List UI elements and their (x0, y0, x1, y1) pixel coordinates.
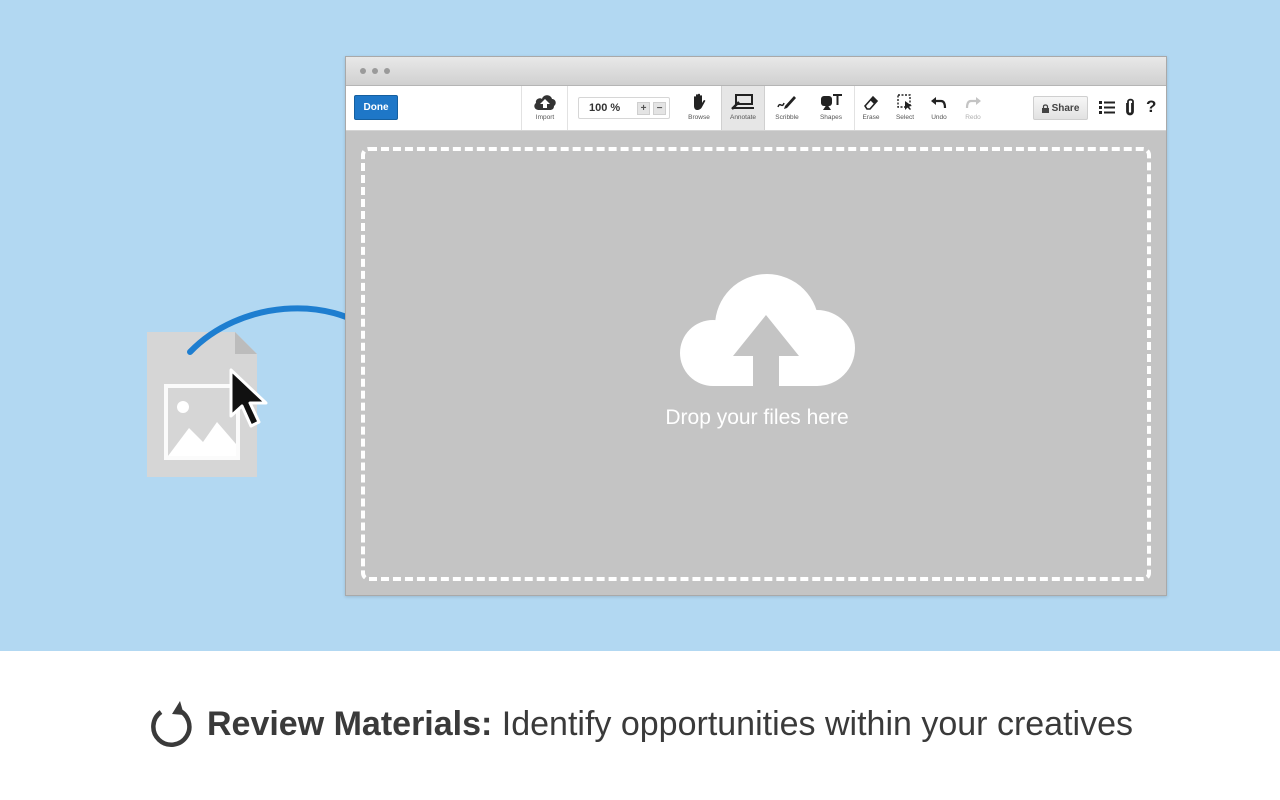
select-icon (897, 94, 912, 110)
select-tool[interactable]: Select (883, 86, 927, 130)
zoom-control: 100 % + − (578, 97, 670, 119)
redo-icon (965, 97, 981, 109)
tool-label: Erase (862, 114, 880, 121)
tool-label: Annotate (729, 114, 757, 121)
cloud-upload-icon (534, 95, 556, 110)
caption-description: Identify opportunities within your creat… (501, 704, 1134, 743)
window-titlebar (346, 57, 1166, 86)
mouse-cursor-icon (229, 368, 268, 428)
shapes-icon (821, 94, 842, 110)
erase-tool[interactable]: Erase (849, 86, 893, 130)
undo-icon (931, 97, 947, 109)
toolbar: Done Import 100 % + − Browse (346, 86, 1166, 131)
window-control-dot[interactable] (384, 68, 390, 74)
lock-icon (1041, 103, 1049, 113)
eraser-icon (863, 95, 879, 110)
zoom-out-button[interactable]: − (653, 102, 666, 115)
tool-label: Scribble (775, 114, 799, 121)
drop-files-text: Drop your files here (665, 406, 849, 429)
window-control-dot[interactable] (360, 68, 366, 74)
file-drop-zone[interactable] (361, 147, 1151, 581)
scribble-tool[interactable]: Scribble (765, 86, 809, 130)
cloud-upload-icon (680, 274, 855, 388)
caption-text: Review Materials: Identify opportunities… (207, 705, 1133, 744)
zoom-value: 100 % (589, 102, 621, 114)
zoom-in-button[interactable]: + (637, 102, 650, 115)
feature-caption: Review Materials: Identify opportunities… (0, 700, 1280, 748)
list-icon[interactable] (1099, 99, 1115, 115)
undo-button[interactable]: Undo (917, 86, 961, 130)
share-button[interactable]: Share (1033, 96, 1088, 120)
caption-title: Review Materials: (206, 704, 493, 743)
tool-label: Select (895, 114, 915, 121)
paperclip-icon[interactable] (1124, 98, 1136, 117)
tool-label: Shapes (819, 114, 843, 121)
browse-tool[interactable]: Browse (677, 86, 721, 130)
annotate-icon (731, 94, 754, 110)
hand-icon (694, 93, 706, 110)
tool-label: Redo (965, 114, 981, 121)
done-button[interactable]: Done (354, 95, 398, 120)
import-tool[interactable]: Import (523, 86, 567, 130)
app-window: Done Import 100 % + − Browse (345, 56, 1167, 596)
help-button[interactable]: ? (1146, 97, 1157, 116)
pencil-icon (777, 96, 796, 109)
import-label: Import (535, 114, 555, 121)
tool-label: Browse (688, 114, 710, 121)
image-file-icon[interactable] (147, 332, 259, 480)
shapes-tool[interactable]: Shapes (809, 86, 853, 130)
annotate-tool[interactable]: Annotate (721, 86, 765, 130)
share-label: Share (1051, 102, 1080, 114)
hero-background: Done Import 100 % + − Browse (0, 0, 1280, 651)
window-control-dot[interactable] (372, 68, 378, 74)
tool-label: Undo (931, 114, 947, 121)
redo-button[interactable]: Redo (951, 86, 995, 130)
refresh-icon (151, 701, 192, 747)
